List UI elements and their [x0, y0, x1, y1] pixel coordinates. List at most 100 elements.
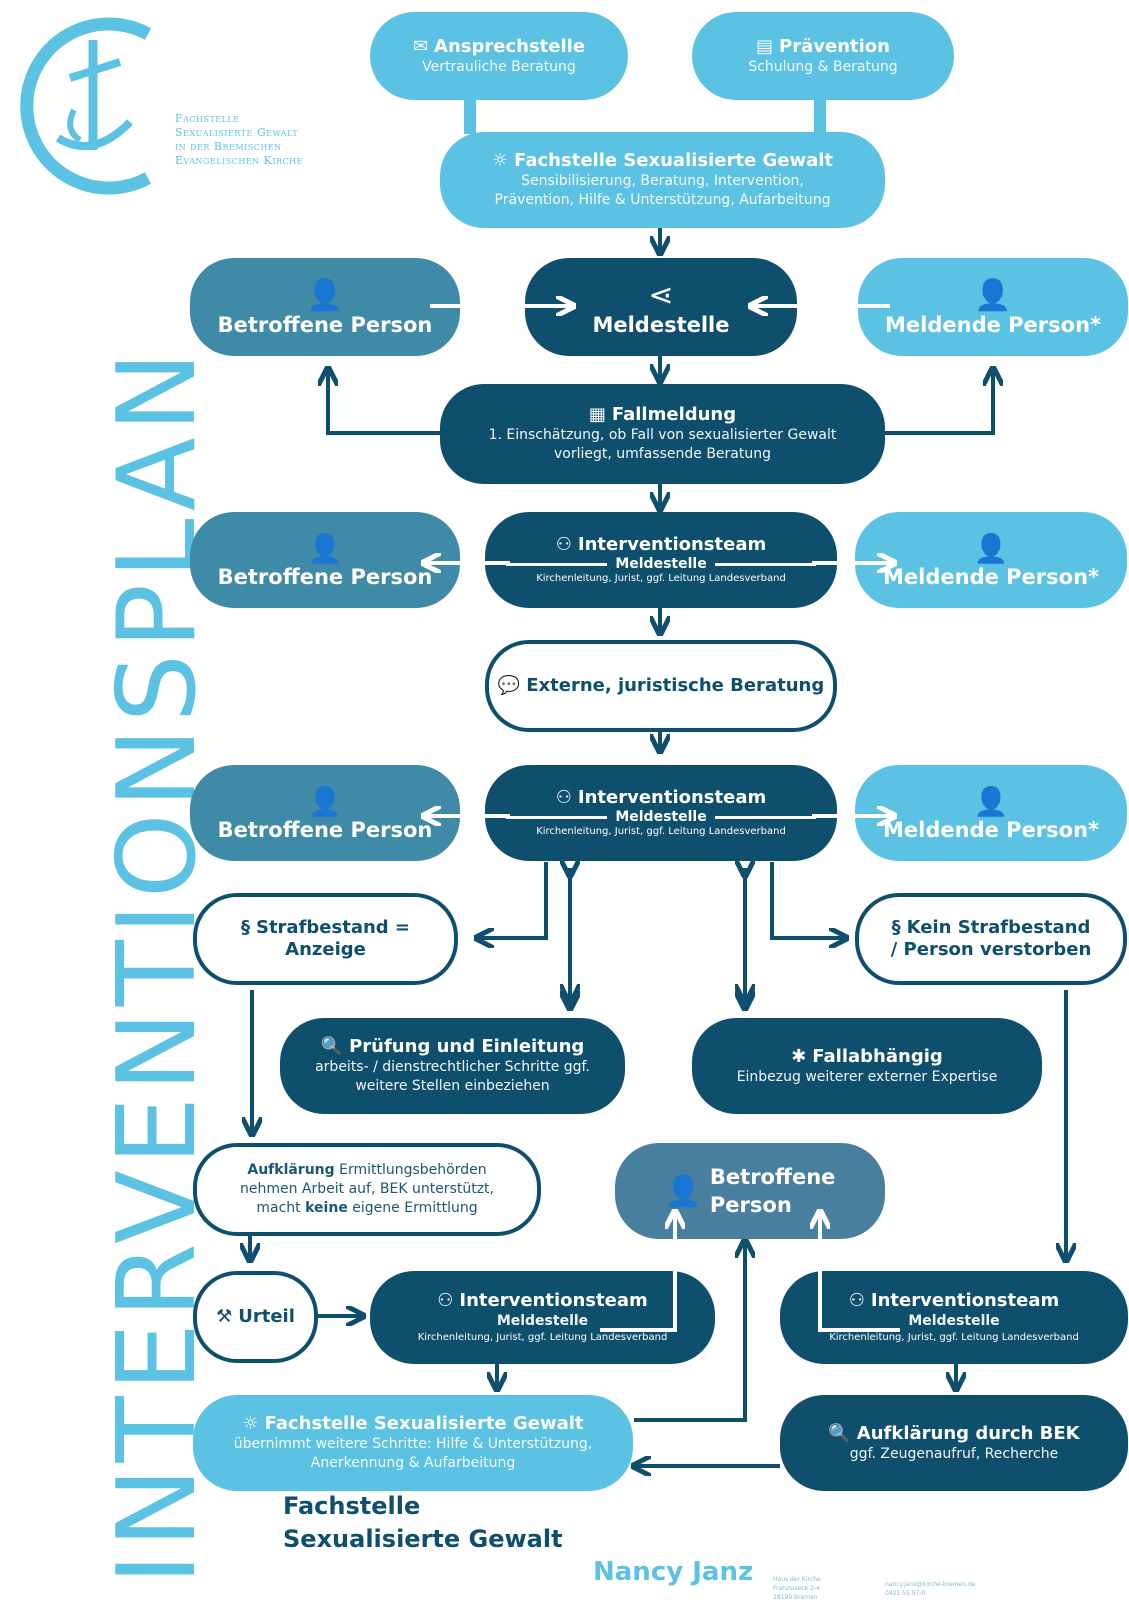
fallmeldung-sub1: 1. Einschätzung, ob Fall von sexualisier…: [488, 427, 837, 443]
betroffene-split-line2: Person: [709, 1193, 792, 1217]
person-icon: 👤: [307, 784, 343, 818]
aufklaerung-box: Aufklärung Ermittlungsbehörden nehmen Ar…: [193, 1143, 541, 1236]
pruefung-sub2: weitere Stellen einbeziehen: [355, 1078, 550, 1094]
lightbulb-icon: ☼: [491, 150, 509, 171]
meldestelle-label: Meldestelle: [592, 312, 730, 337]
pruefung-title: Prüfung und Einleitung: [349, 1036, 585, 1057]
aufklaerung-keine: keine: [305, 1200, 348, 1216]
fachstelle-top-box: ☼Fachstelle Sexualisierte Gewalt Sensibi…: [440, 132, 885, 228]
interventionsteam-title: Interventionsteam: [459, 1290, 648, 1311]
praevention-sub: Schulung & Beratung: [748, 58, 898, 75]
meldende-person-box-2: 👤 Meldende Person*: [855, 512, 1127, 608]
interventionsteam-sub: Kirchenleitung, Jurist, ggf. Leitung Lan…: [417, 1332, 668, 1343]
strafbestand-line1: Strafbestand =: [255, 917, 411, 938]
share-icon: ⋖: [648, 277, 674, 313]
paragraph-icon: §: [240, 917, 250, 938]
fachstelle-bottom-box: ☼Fachstelle Sexualisierte Gewalt übernim…: [193, 1395, 633, 1491]
meldende-label: Meldende Person*: [883, 817, 1099, 842]
fachstelle-bottom-sub1: übernimmt weitere Schritte: Hilfe & Unte…: [233, 1436, 593, 1452]
betroffene-label: Betroffene Person: [217, 564, 433, 589]
aufklaerung-bold: Aufklärung: [247, 1162, 335, 1178]
fallmeldung-title: Fallmeldung: [611, 404, 737, 425]
person-icon: 👤: [974, 277, 1012, 313]
betroffene-person-box-3: 👤 Betroffene Person: [190, 765, 460, 861]
aufklaerung-text1: Ermittlungsbehörden: [334, 1162, 487, 1178]
fallabhaengig-box: ✱Fallabhängig Einbezug weiterer externer…: [692, 1018, 1042, 1114]
meldende-person-box-3: 👤 Meldende Person*: [855, 765, 1127, 861]
fachstelle-bottom-title: Fachstelle Sexualisierte Gewalt: [264, 1413, 584, 1434]
interventionsteam-title: Interventionsteam: [577, 534, 767, 555]
pruefung-box: 🔍Prüfung und Einleitung arbeits- / diens…: [280, 1018, 625, 1114]
meldende-label: Meldende Person*: [883, 564, 1099, 589]
lightbulb-icon: ☼: [242, 1413, 259, 1434]
pruefung-sub1: arbeits- / dienstrechtlicher Schritte gg…: [315, 1059, 590, 1075]
fachstelle-top-sub1: Sensibilisierung, Beratung, Intervention…: [521, 173, 804, 189]
kein-strafbestand-line2: / Person verstorben: [890, 939, 1092, 960]
presentation-icon: ▤: [756, 35, 774, 57]
team-icon: ⚇: [555, 787, 572, 808]
meldende-person-box-1: 👤 Meldende Person*: [858, 258, 1128, 356]
person-icon: 👤: [664, 1173, 702, 1209]
interventionsteam-meldestelle: Meldestelle: [496, 1313, 589, 1329]
praevention-title: Prävention: [779, 35, 890, 57]
fachstelle-top-sub2: Prävention, Hilfe & Unterstützung, Aufar…: [494, 192, 831, 208]
fallmeldung-box: ▦Fallmeldung 1. Einschätzung, ob Fall vo…: [440, 384, 885, 484]
aufklaerung-text3a: macht: [256, 1200, 306, 1216]
urteil-label: Urteil: [238, 1306, 295, 1327]
ansprechstelle-title: Ansprechstelle: [434, 35, 586, 57]
fallmeldung-sub2: vorliegt, umfassende Beratung: [554, 446, 771, 462]
externe-beratung-box: 💬Externe, juristische Beratung: [485, 640, 837, 732]
person-icon: 👤: [973, 531, 1009, 565]
strafbestand-line2: Anzeige: [285, 939, 366, 960]
interventionsteam-meldestelle: Meldestelle: [615, 556, 707, 572]
aufklaerung-bek-box: 🔍Aufklärung durch BEK ggf. Zeugenaufruf,…: [780, 1395, 1128, 1491]
betroffene-person-box-1: 👤 Betroffene Person: [190, 258, 460, 356]
betroffene-split-line1: Betroffene: [709, 1165, 836, 1189]
interventionsteam-box-4: ⚇Interventionsteam Meldestelle Kirchenle…: [780, 1271, 1128, 1364]
interventionsteam-sub: Kirchenleitung, Jurist, ggf. Leitung Lan…: [829, 1332, 1079, 1343]
kein-strafbestand-box: §Kein Strafbestand / Person verstorben: [855, 893, 1127, 985]
interventionsteam-box-2: ⚇Interventionsteam Meldestelle Kirchenle…: [485, 765, 837, 861]
team-icon: ⚇: [437, 1290, 454, 1311]
mail-icon: ✉: [412, 35, 429, 57]
betroffene-label: Betroffene Person: [217, 312, 433, 337]
ansprechstelle-box: ✉Ansprechstelle Vertrauliche Beratung: [370, 12, 628, 100]
interventionsteam-sub: Kirchenleitung, Jurist, ggf. Leitung Lan…: [536, 573, 786, 584]
person-icon: 👤: [307, 531, 343, 565]
ansprechstelle-sub: Vertrauliche Beratung: [422, 58, 576, 75]
team-icon: ⚇: [848, 1290, 865, 1311]
interventionsteam-meldestelle: Meldestelle: [908, 1313, 1000, 1329]
database-icon: ▦: [588, 404, 606, 425]
urteil-box: ⚒Urteil: [193, 1271, 318, 1363]
fallabhaengig-sub: Einbezug weiterer externer Expertise: [736, 1068, 998, 1085]
interventionsteam-meldestelle: Meldestelle: [615, 809, 707, 825]
search-icon: 🔍: [828, 1422, 851, 1444]
aufklaerung-bek-title: Aufklärung durch BEK: [856, 1422, 1080, 1444]
gavel-icon: ⚒: [216, 1306, 233, 1327]
paragraph-icon: §: [891, 917, 901, 938]
betroffene-label: Betroffene Person: [217, 817, 433, 842]
aufklaerung-text3b: eigene Ermittlung: [347, 1200, 478, 1216]
externe-title: Externe, juristische Beratung: [526, 675, 825, 696]
team-icon: ⚇: [555, 534, 572, 555]
speech-icon: 💬: [497, 675, 521, 696]
interventionsteam-box-3: ⚇Interventionsteam Meldestelle Kirchenle…: [370, 1271, 715, 1364]
person-icon: 👤: [973, 784, 1009, 818]
fallabhaengig-title: Fallabhängig: [812, 1045, 943, 1067]
interventionsteam-title: Interventionsteam: [870, 1290, 1060, 1311]
meldende-label: Meldende Person*: [885, 312, 1101, 337]
aufklaerung-bek-sub: ggf. Zeugenaufruf, Recherche: [849, 1445, 1059, 1462]
church-logo: [20, 17, 152, 195]
puzzle-icon: ✱: [791, 1045, 807, 1067]
fachstelle-bottom-sub2: Anerkennung & Aufarbeitung: [310, 1455, 516, 1471]
praevention-box: ▤Prävention Schulung & Beratung: [692, 12, 954, 100]
